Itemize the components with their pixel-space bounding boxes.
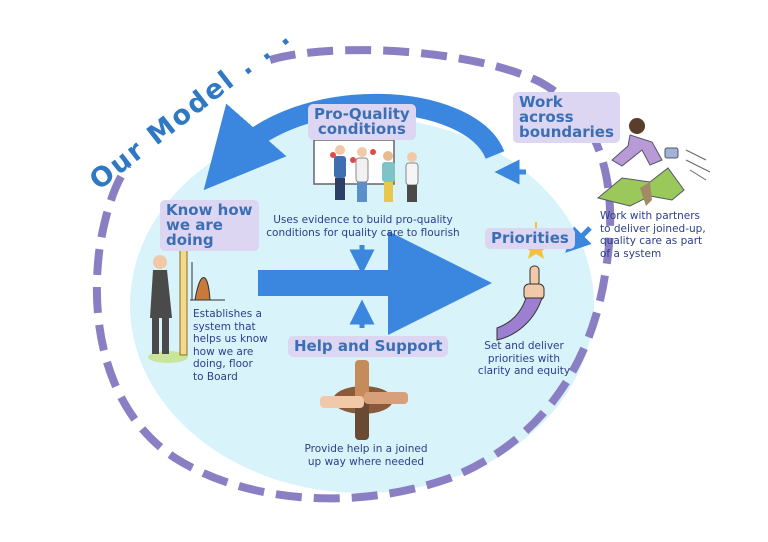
label-know-how: Know how we are doing [160,200,259,251]
jumping-person-illustration [596,118,711,207]
desc-pro-quality: Uses evidence to build pro-quality condi… [266,214,460,239]
dashed-ring [92,46,615,503]
desc-help-support: Provide help in a joined up way where ne… [304,443,428,468]
arrow-to-priorities [565,226,592,253]
label-priorities: Priorities [485,228,575,249]
label-work-across: Work across boundaries [513,92,620,143]
label-help-support: Help and Support [288,336,449,357]
meeting-illustration [313,139,419,202]
desc-know-how: Establishes a system that helps us know … [193,308,268,383]
desc-priorities: Set and deliver priorities with clarity … [477,340,571,377]
measuring-man-illustration [148,249,225,363]
label-pro-quality: Pro-Quality conditions [308,104,416,140]
joined-hands-illustration [320,360,408,440]
desc-work-across: Work with partners to deliver joined-up,… [600,210,706,260]
